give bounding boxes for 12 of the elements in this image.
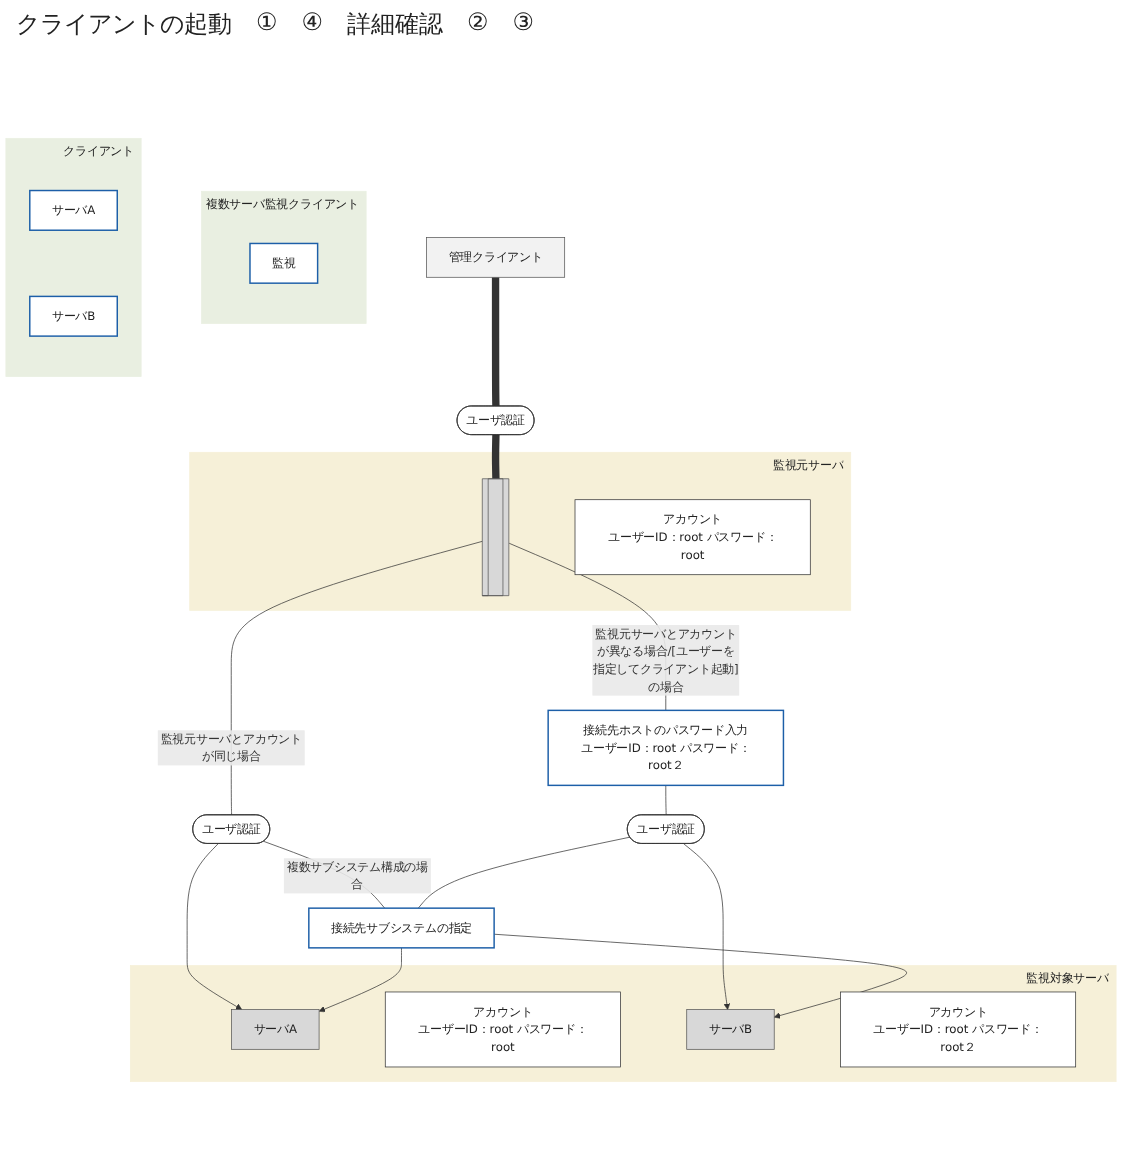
note-text: 詳細確認: [347, 8, 444, 42]
note-text: ④: [301, 8, 324, 40]
connector: [417, 836, 631, 909]
connector: [491, 277, 500, 408]
note-text: クライアントの起動: [16, 8, 232, 42]
note-text: ③: [512, 8, 535, 40]
connector: [491, 433, 500, 481]
note-text: ①: [256, 8, 278, 40]
connector: [230, 540, 484, 816]
connector: [665, 785, 667, 816]
node-box: [481, 478, 510, 597]
note-text: ②: [467, 8, 489, 40]
